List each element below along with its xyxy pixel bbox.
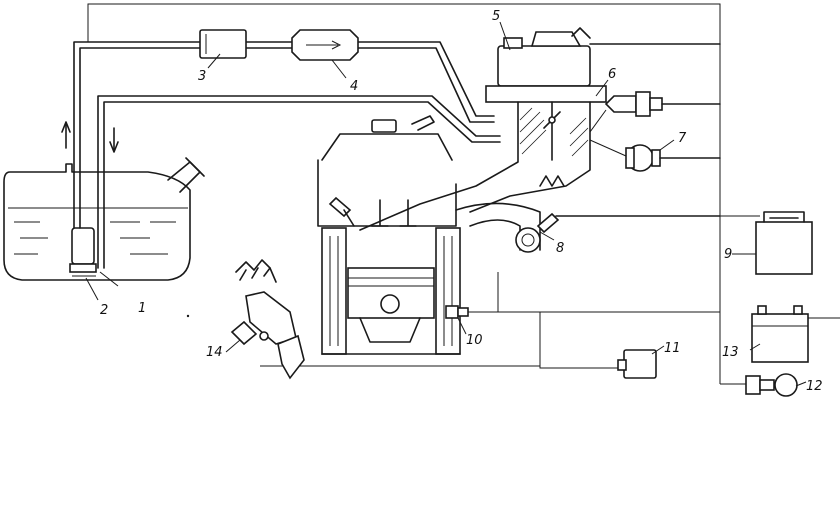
warning-lamp bbox=[745, 373, 798, 397]
relay bbox=[617, 349, 657, 379]
fuel-filter bbox=[199, 29, 247, 59]
callout-10: 10 bbox=[466, 333, 483, 348]
throttle-position-sensor bbox=[589, 91, 721, 133]
engine-block bbox=[317, 115, 461, 355]
callout-5: 5 bbox=[492, 9, 500, 24]
coolant-temperature-sensor bbox=[445, 305, 469, 319]
fuel-lines bbox=[73, 41, 501, 269]
pressure-damper bbox=[291, 29, 359, 61]
ink-dot bbox=[186, 314, 190, 318]
callout-7: 7 bbox=[678, 131, 687, 146]
electric-fuel-pump bbox=[69, 227, 97, 277]
battery bbox=[751, 305, 809, 363]
callout-12: 12 bbox=[806, 379, 823, 394]
callout-1: 1 bbox=[138, 301, 146, 316]
callout-11: 11 bbox=[664, 341, 681, 356]
callout-9: 9 bbox=[724, 247, 732, 262]
throttle-body bbox=[359, 27, 721, 231]
callout-4: 4 bbox=[350, 79, 358, 94]
wiring bbox=[87, 3, 840, 385]
leader-lines bbox=[85, 21, 807, 387]
idle-air-controller bbox=[589, 139, 721, 172]
callout-6: 6 bbox=[608, 67, 616, 82]
intake-runner bbox=[455, 202, 721, 253]
fuel-tank bbox=[3, 121, 205, 281]
callout-14: 14 bbox=[206, 345, 223, 360]
callout-13: 13 bbox=[722, 345, 739, 360]
callout-8: 8 bbox=[556, 241, 564, 256]
callout-2: 2 bbox=[100, 303, 108, 318]
ignition-distributor bbox=[230, 259, 305, 380]
callout-3: 3 bbox=[198, 69, 206, 84]
control-unit bbox=[755, 211, 813, 275]
